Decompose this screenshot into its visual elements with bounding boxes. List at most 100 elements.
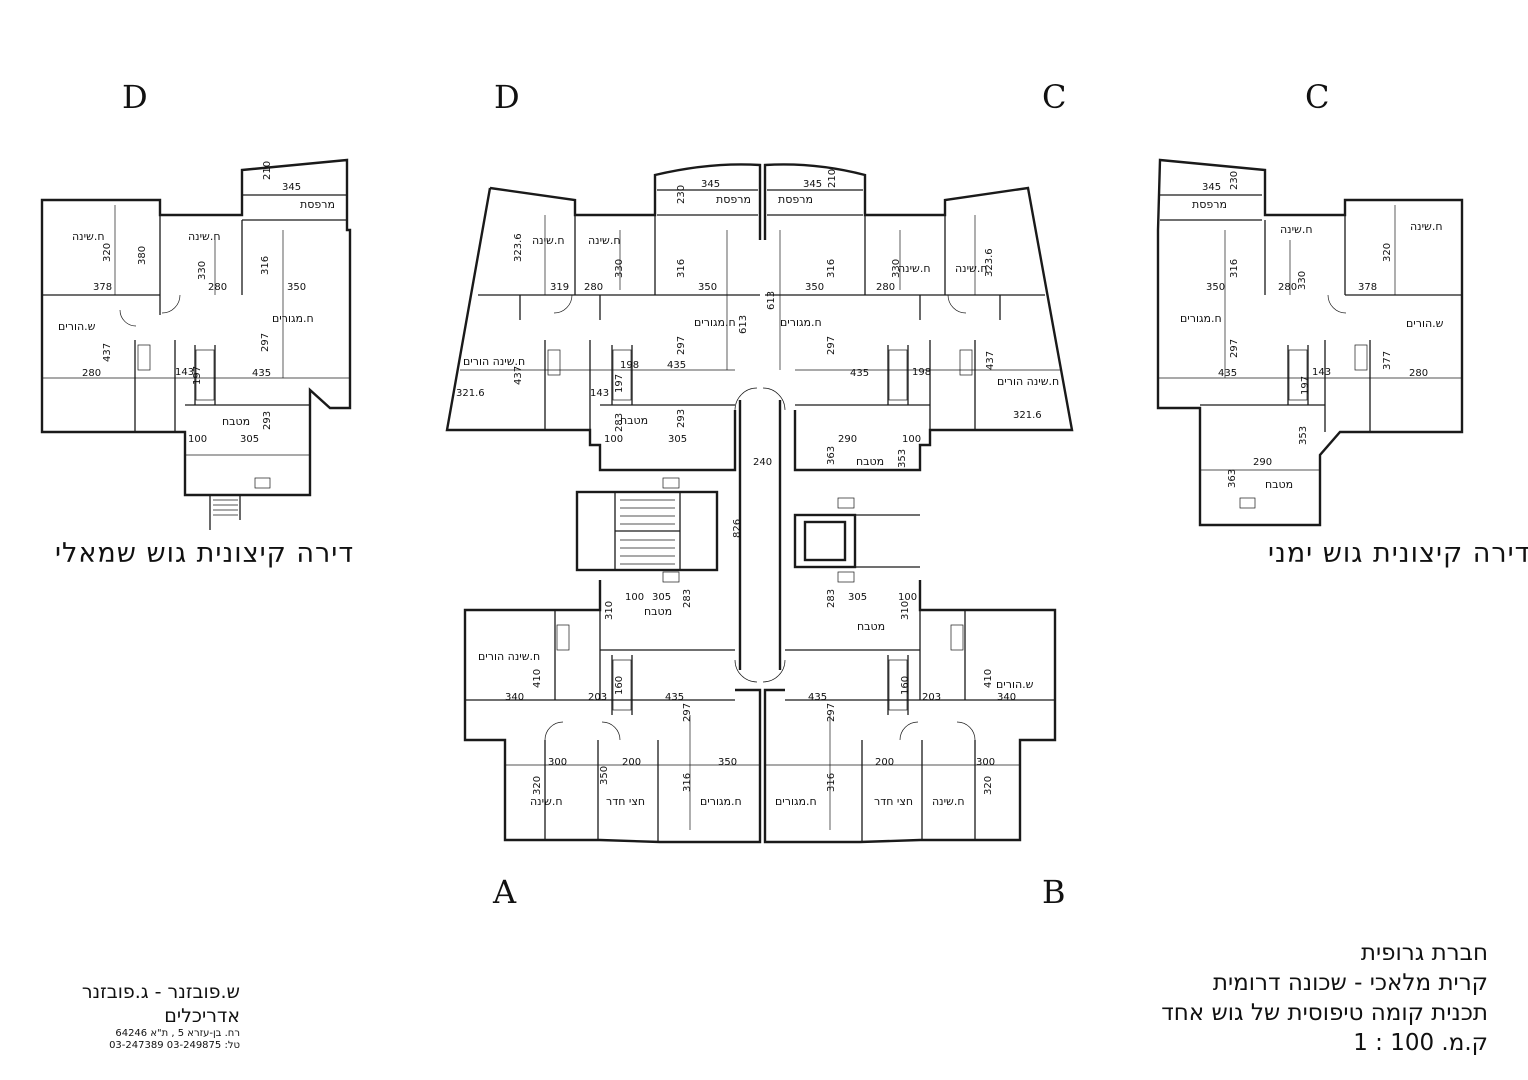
left-room-kitchen: מטבח [222, 415, 250, 428]
right-dim-353: 353 [1298, 426, 1309, 445]
center-b-half-room: חצי חדר [874, 795, 913, 808]
center-dim-410-b: 410 [983, 669, 994, 688]
center-dim-297-b: 297 [826, 703, 837, 722]
left-dim-297: 297 [260, 333, 271, 352]
center-dim-160-a: 160 [614, 676, 625, 695]
center-dim-198-l: 198 [620, 360, 639, 371]
right-dim-280-top: 280 [1278, 282, 1297, 293]
center-dim-300-b: 300 [976, 757, 995, 768]
left-dim-197: 197 [192, 366, 203, 385]
center-dim-300-a: 300 [548, 757, 567, 768]
center-a-living: ח.מגורים [700, 795, 742, 808]
center-dim-297-l: 297 [676, 336, 687, 355]
center-a-bedroom: ח.שינה [530, 795, 563, 808]
marker-center-c: C [1042, 78, 1066, 116]
architects-role: אדריכלים [164, 1005, 240, 1027]
left-room-parents: ש.הורים [58, 320, 96, 333]
center-dim-350-r: 350 [805, 282, 824, 293]
center-dim-310-b: 310 [900, 601, 911, 620]
center-dim-310-a: 310 [604, 601, 615, 620]
left-apartment-plan [40, 158, 352, 530]
center-b-living: ח.מגורים [775, 795, 817, 808]
center-a-kitchen: מטבח [644, 605, 672, 618]
center-d-kitchen: מטבח [620, 414, 648, 427]
center-dim-826: 826 [732, 519, 743, 538]
right-room-balcony: מרפסת [1192, 198, 1227, 211]
center-dim-200-a: 200 [622, 757, 641, 768]
center-dim-240: 240 [753, 457, 772, 468]
title-project: קרית מלאכי - שכונה דרומית [1212, 970, 1488, 996]
title-scale: ק.מ. 100 : 1 [1353, 1030, 1488, 1056]
center-dim-340-b: 340 [997, 692, 1016, 703]
center-building-plan [445, 163, 1074, 844]
center-b-bedroom: ח.שינה [932, 795, 965, 808]
center-dim-198-r: 198 [912, 367, 931, 378]
center-dim-330-r: 330 [891, 259, 902, 278]
center-dim-3236-l: 323.6 [513, 233, 524, 262]
left-dim-330: 330 [197, 261, 208, 280]
center-dim-230-l: 230 [676, 185, 687, 204]
center-dim-320-a: 320 [532, 776, 543, 795]
architects-names: ש.פובזנר - ג.פובזנר [81, 981, 240, 1003]
left-dim-100: 100 [188, 434, 207, 445]
architects-block: ש.פובזנר - ג.פובזנר אדריכלים רח. בן-עזרא… [60, 980, 240, 1052]
center-d-living: ח.מגורים [694, 316, 736, 329]
center-dim-437-r: 437 [985, 351, 996, 370]
center-dim-363: 363 [826, 446, 837, 465]
center-dim-345-r: 345 [803, 179, 822, 190]
center-dim-100-r: 100 [902, 434, 921, 445]
left-room-balcony: מרפסת [300, 198, 335, 211]
center-c-parents-bedroom: ח.שינה הורים [997, 375, 1059, 388]
center-dim-316-b: 316 [826, 773, 837, 792]
caption-left-apartment: דירה קיצונית גוש שמאלי [55, 538, 355, 569]
title-block: חברת גרופית קרית מלאכי - שכונה דרומית תכ… [1068, 938, 1488, 1058]
center-dim-290: 290 [838, 434, 857, 445]
center-dim-3216-r: 321.6 [1013, 410, 1042, 421]
right-dim-350: 350 [1206, 282, 1225, 293]
center-dim-293: 293 [676, 409, 687, 428]
center-dim-305-a: 305 [652, 592, 671, 603]
center-dim-100-l: 100 [604, 434, 623, 445]
center-dim-3236-r: 323.6 [984, 248, 995, 277]
center-d-balcony: מרפסת [716, 193, 751, 206]
right-dim-297: 297 [1229, 339, 1240, 358]
left-dim-380: 380 [137, 246, 148, 265]
center-dim-316-l: 316 [676, 259, 687, 278]
center-d-bedroom-1: ח.שינה [532, 234, 565, 247]
center-dim-283-b: 283 [826, 589, 837, 608]
center-dim-280-r: 280 [876, 282, 895, 293]
architects-phone: טל: 03-249875 03-247389 [109, 1040, 240, 1051]
marker-right-c: C [1305, 78, 1329, 116]
right-room-kitchen: מטבח [1265, 478, 1293, 491]
center-dim-345-l: 345 [701, 179, 720, 190]
center-b-kitchen: מטבח [857, 620, 885, 633]
right-dim-377: 377 [1382, 351, 1393, 370]
center-d-bedroom-2: ח.שינה [588, 234, 621, 247]
left-dim-345: 345 [282, 182, 301, 193]
right-dim-435: 435 [1218, 368, 1237, 379]
center-dim-100-b: 100 [898, 592, 917, 603]
center-b-parents: ש.הורים [996, 678, 1034, 691]
center-dim-283-l: 283 [614, 413, 625, 432]
right-dim-290: 290 [1253, 457, 1272, 468]
center-dim-435-r: 435 [850, 368, 869, 379]
right-apartment-plan [1156, 158, 1464, 527]
center-dim-200-b: 200 [875, 757, 894, 768]
right-dim-320: 320 [1382, 243, 1393, 262]
left-dim-210: 210 [262, 161, 273, 180]
center-dim-350-av: 350 [599, 766, 610, 785]
center-dim-297-a: 297 [682, 703, 693, 722]
center-dim-350-a: 350 [718, 757, 737, 768]
right-dim-230: 230 [1229, 171, 1240, 190]
center-dim-143: 143 [590, 388, 609, 399]
center-dim-437-l: 437 [513, 366, 524, 385]
right-dim-330: 330 [1297, 271, 1308, 290]
center-dim-320-b: 320 [983, 776, 994, 795]
left-dim-435: 435 [252, 368, 271, 379]
right-room-living: ח.מגורים [1180, 312, 1222, 325]
center-dim-319: 319 [550, 282, 569, 293]
left-room-living: ח.מגורים [272, 312, 314, 325]
left-dim-437: 437 [102, 343, 113, 362]
center-dim-197: 197 [614, 374, 625, 393]
